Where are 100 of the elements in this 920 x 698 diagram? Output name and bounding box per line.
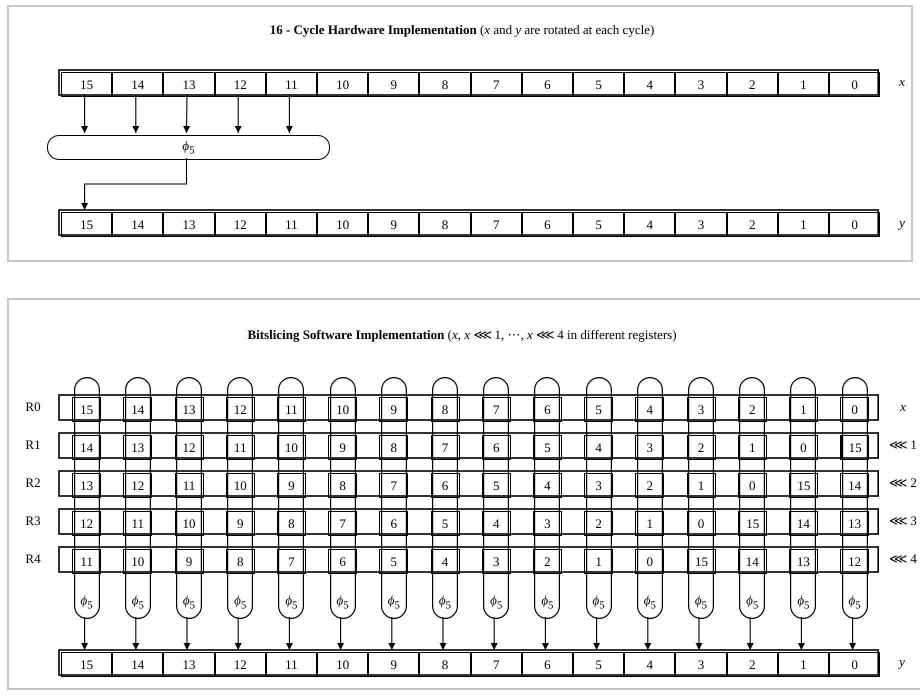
function-label: ϕ$_{5}$ — [132, 592, 144, 612]
bit-cell: 9 — [226, 511, 255, 536]
bit-cell: 2 — [532, 549, 562, 574]
rotation-label: ⋘ 2 — [889, 475, 917, 491]
bit-cell: 11 — [123, 511, 152, 536]
bit-cell: 6 — [379, 511, 408, 536]
bit-cell: 1 — [788, 397, 818, 422]
function-label: ϕ$_{5}$ — [541, 592, 554, 612]
bit-cell: 1 — [738, 435, 767, 460]
bit-cell: 9 — [328, 435, 358, 460]
bit-cell: 12 — [123, 473, 152, 498]
bit-cell: 3 — [675, 72, 727, 97]
bit-cell: 14 — [738, 549, 767, 574]
bit-cell: 0 — [686, 511, 716, 536]
bit-cell: 15 — [61, 652, 112, 677]
bit-cell: 9 — [368, 652, 420, 677]
bit-cell: 11 — [276, 397, 306, 422]
bit-cell: 9 — [368, 72, 420, 97]
arrow — [286, 95, 293, 133]
bit-cell: 10 — [123, 549, 152, 574]
bit-cell: 6 — [532, 397, 562, 422]
bit-cell: 4 — [482, 511, 511, 536]
function-label: ϕ$_{5}$ — [797, 592, 810, 612]
arrow — [337, 617, 344, 650]
bit-cell: 10 — [317, 212, 368, 237]
bit-cell: 10 — [317, 652, 368, 677]
function-label: ϕ$_{5}$ — [388, 592, 400, 612]
bit-cell: 11 — [72, 549, 102, 574]
variable-label: y — [899, 654, 905, 670]
bit-cell: 12 — [840, 549, 870, 574]
function-label: ϕ$_{5}$ — [644, 592, 656, 612]
bit-cell: 13 — [72, 473, 102, 498]
bit-cell: 7 — [430, 435, 460, 460]
bit-cell: 2 — [635, 473, 664, 498]
bit-cell: 2 — [726, 652, 778, 677]
bit-cell: 0 — [829, 652, 880, 677]
bit-cell: 3 — [482, 549, 511, 574]
function-label: ϕ$_{5}$ — [746, 592, 758, 612]
arrow — [234, 617, 242, 650]
bit-cell: 8 — [379, 435, 408, 460]
bit-cell: 7 — [328, 511, 358, 536]
function-label: ϕ$_{5}$ — [438, 592, 452, 612]
arrow — [849, 617, 856, 650]
bit-cell: 12 — [214, 72, 266, 97]
bit-cell: 5 — [482, 473, 511, 498]
bit-cell: 6 — [482, 435, 511, 460]
rotation-label: ⋘ 4 — [889, 551, 917, 567]
bit-cell: 11 — [266, 72, 317, 97]
bit-cell: 4 — [532, 473, 562, 498]
bit-cell: 6 — [522, 652, 573, 677]
arrow — [388, 617, 396, 650]
bit-cell: 10 — [328, 397, 358, 422]
bit-cell: 7 — [379, 473, 408, 498]
bit-cell: 13 — [163, 212, 215, 237]
bit-cell: 10 — [317, 72, 368, 97]
bit-cell: 4 — [624, 212, 676, 237]
arrow — [81, 95, 88, 133]
bit-cell: 0 — [840, 397, 870, 422]
bit-cell: 12 — [214, 652, 266, 677]
rotation-label: ⋘ 1 — [889, 437, 917, 453]
bit-cell: 12 — [214, 212, 266, 237]
bit-cell: 6 — [522, 212, 573, 237]
bit-cell: 8 — [276, 511, 306, 536]
bit-cell: 2 — [738, 397, 767, 422]
arrow — [440, 617, 446, 650]
bit-cell: 2 — [726, 72, 778, 97]
function-label: ϕ$_{5}$ — [694, 592, 708, 612]
arrow — [132, 95, 140, 133]
bit-cell: 8 — [419, 652, 471, 677]
bit-cell: 2 — [686, 435, 716, 460]
bit-cell: 15 — [788, 473, 818, 498]
bit-cell: 1 — [635, 511, 664, 536]
bit-cell: 7 — [470, 652, 522, 677]
arrow — [81, 158, 188, 210]
panel-title: 16 - Cycle Hardware Implementation (x and y are rotated at each cycle) — [270, 22, 654, 38]
function-label: ϕ$_{5}$ — [336, 592, 349, 612]
function-label: ϕ$_{5}$ — [80, 592, 93, 612]
rotation-label: ⋘ 3 — [889, 513, 917, 529]
bit-cell: 3 — [635, 435, 664, 460]
bit-cell: 15 — [686, 549, 716, 574]
bit-cell: 4 — [584, 435, 614, 460]
bit-cell: 9 — [368, 212, 420, 237]
bit-cell: 0 — [738, 473, 767, 498]
bit-cell: 5 — [573, 212, 624, 237]
bit-cell: 8 — [226, 549, 255, 574]
bit-cell: 5 — [584, 397, 614, 422]
bit-cell: 7 — [470, 72, 522, 97]
function-label: ϕ$_{5}$ — [848, 592, 861, 612]
bit-cell: 1 — [584, 549, 614, 574]
bit-cell: 3 — [675, 652, 727, 677]
bit-cell: 4 — [635, 397, 664, 422]
arrow — [132, 617, 140, 650]
bit-cell: 8 — [328, 473, 358, 498]
bit-cell: 15 — [72, 397, 102, 422]
bit-cell: 5 — [379, 549, 408, 574]
register-label: R4 — [25, 551, 41, 567]
bit-cell: 13 — [174, 397, 204, 422]
function-label: ϕ$_{5}$ — [182, 592, 196, 612]
bit-cell: 1 — [686, 473, 716, 498]
bit-cell: 13 — [840, 511, 870, 536]
